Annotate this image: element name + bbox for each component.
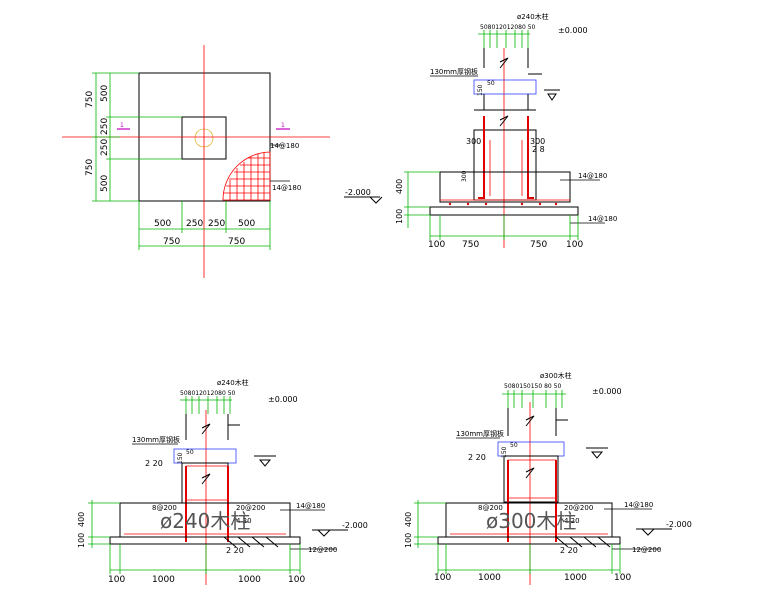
sa-footing [439, 171, 571, 203]
plan-dim-left-0: 750 [85, 91, 95, 108]
plan-view: 1 1 14@180 14@180 750 500 250 250 750 50… [62, 45, 330, 278]
section-mark-right-label: 1 [281, 122, 285, 129]
sb-collar-label: 130mm厚钢板 [132, 435, 180, 444]
sb-dim-b3: 100 [288, 575, 305, 585]
sa-rebar-base: 14@180 [578, 172, 607, 180]
sc-rebar-mid: 4 20 [564, 517, 580, 525]
sc-height-400: 400 [404, 512, 413, 527]
plan-dim-bottom-0: 500 [154, 219, 171, 229]
sb-rebar-side: 14@180 [296, 502, 325, 510]
plan-dim-bottom-3: 500 [238, 219, 255, 229]
sb-rebar-2-20-top: 2 20 [145, 459, 163, 468]
sa-dim-b3: 100 [566, 240, 583, 250]
sa-height-400: 400 [395, 179, 404, 194]
sa-dim-b2: 750 [530, 240, 547, 250]
section-b: ø240木柱 508012012080 50 ±0.000 130mm厚钢板 5… [77, 378, 368, 585]
sb-col-label: ø240木柱 [217, 378, 249, 387]
section-c: ø300木柱 5080150150 80 50 ±0.000 130mm厚钢板 … [404, 371, 692, 585]
sa-top-dims: 508012012080 50 [480, 24, 536, 31]
sc-rebar-right: 20@200 [564, 504, 593, 512]
plan-bottom-dims [138, 201, 271, 250]
sa-col-dim-1: 300 [466, 137, 481, 146]
sc-level-top: ±0.000 [592, 387, 622, 396]
sc-height-100: 100 [404, 533, 413, 548]
sb-dim-b2: 1000 [238, 575, 261, 585]
plan-dim-bottom-1: 250 [186, 219, 203, 229]
sc-dim-b0: 100 [434, 573, 451, 583]
sc-rebar-pad: 12@200 [632, 546, 661, 554]
sc-rebar-left: 8@200 [478, 504, 503, 512]
plan-rebar-2: 14@180 [272, 184, 301, 192]
sa-top-dim-lines [478, 30, 530, 48]
sa-collar-label: 130mm厚钢板 [430, 67, 478, 76]
sb-rebar-pad: 12@200 [308, 546, 337, 554]
sc-col-label: ø300木柱 [540, 371, 572, 380]
sb-dim-b0: 100 [108, 575, 125, 585]
sa-collar-dim-2: 150 [477, 84, 484, 96]
sa-height-100: 100 [395, 209, 404, 224]
sa-dim-b1: 750 [462, 240, 479, 250]
sc-rebar-side: 14@180 [624, 501, 653, 509]
section-a: ø240木柱 508012012080 50 ±0.000 130mm厚钢板 5… [344, 12, 617, 250]
sa-level-top: ±0.000 [558, 26, 588, 35]
plan-dim-left-5: 500 [100, 175, 110, 192]
sa-dim-300-v: 300 [461, 170, 468, 182]
sa-collar [473, 79, 537, 95]
sa-rebar-2-8: 2 8 [532, 145, 545, 154]
sb-collar-dim-1: 50 [186, 449, 194, 456]
sb-rebar-2-20-bot: 2 20 [226, 546, 244, 555]
sc-top-dims: 5080150150 80 50 [504, 383, 561, 390]
sc-collar-label: 130mm厚钢板 [456, 429, 504, 438]
plan-dim-bottom-2: 250 [208, 219, 225, 229]
sa-rebar-dots [448, 202, 558, 206]
sb-rebar-right: 20@200 [236, 504, 265, 512]
sa-col-dim-2: 300 [530, 137, 545, 146]
sb-height-100: 100 [77, 533, 86, 548]
sb-rebar-mid: 4 20 [236, 517, 252, 525]
sc-level-bottom: -2.000 [666, 520, 692, 529]
sb-collar-dim-2: 150 [177, 452, 184, 464]
rebar-quarter-grid [222, 151, 271, 201]
sb-dim-b1: 1000 [152, 575, 175, 585]
sa-level-bottom: -2.000 [345, 188, 371, 197]
sc-dim-b3: 100 [614, 573, 631, 583]
sc-big-label: ø300木柱 [486, 509, 576, 533]
sa-dim-b0: 100 [428, 240, 445, 250]
sb-pad [109, 536, 301, 545]
sa-rebar-main [478, 116, 534, 199]
sb-height-400: 400 [77, 512, 86, 527]
sc-rebar-2-20-top: 2 20 [468, 453, 486, 462]
section-mark-left-label: 1 [120, 122, 124, 129]
sc-pad [437, 536, 621, 545]
plan-dim-left-3: 250 [100, 139, 110, 156]
sb-level-top: ±0.000 [268, 395, 298, 404]
sa-col-label: ø240木柱 [517, 12, 549, 21]
plan-dim-bottom-4: 750 [163, 237, 180, 247]
sb-rebar-left: 8@200 [152, 504, 177, 512]
plan-dim-left-2: 250 [100, 118, 110, 135]
sc-dim-b2: 1000 [564, 573, 587, 583]
sa-collar-dim-1: 50 [487, 80, 495, 87]
sa-rebar-pad: 14@180 [588, 215, 617, 223]
sb-level-bottom: -2.000 [342, 521, 368, 530]
plan-rebar-1: 14@180 [270, 142, 299, 150]
plan-dim-left-4: 750 [85, 159, 95, 176]
plan-left-dims [92, 72, 182, 202]
sb-big-label: ø240木柱 [160, 509, 250, 533]
plan-dim-left-1: 500 [100, 85, 110, 102]
sc-rebar-2-20-bot: 2 20 [560, 546, 578, 555]
sc-collar-dim-1: 50 [510, 442, 518, 449]
sc-dim-b1: 1000 [478, 573, 501, 583]
sc-collar-dim-2: 150 [501, 446, 508, 458]
plan-dim-bottom-5: 750 [228, 237, 245, 247]
sb-top-dims: 508012012080 50 [180, 390, 236, 397]
